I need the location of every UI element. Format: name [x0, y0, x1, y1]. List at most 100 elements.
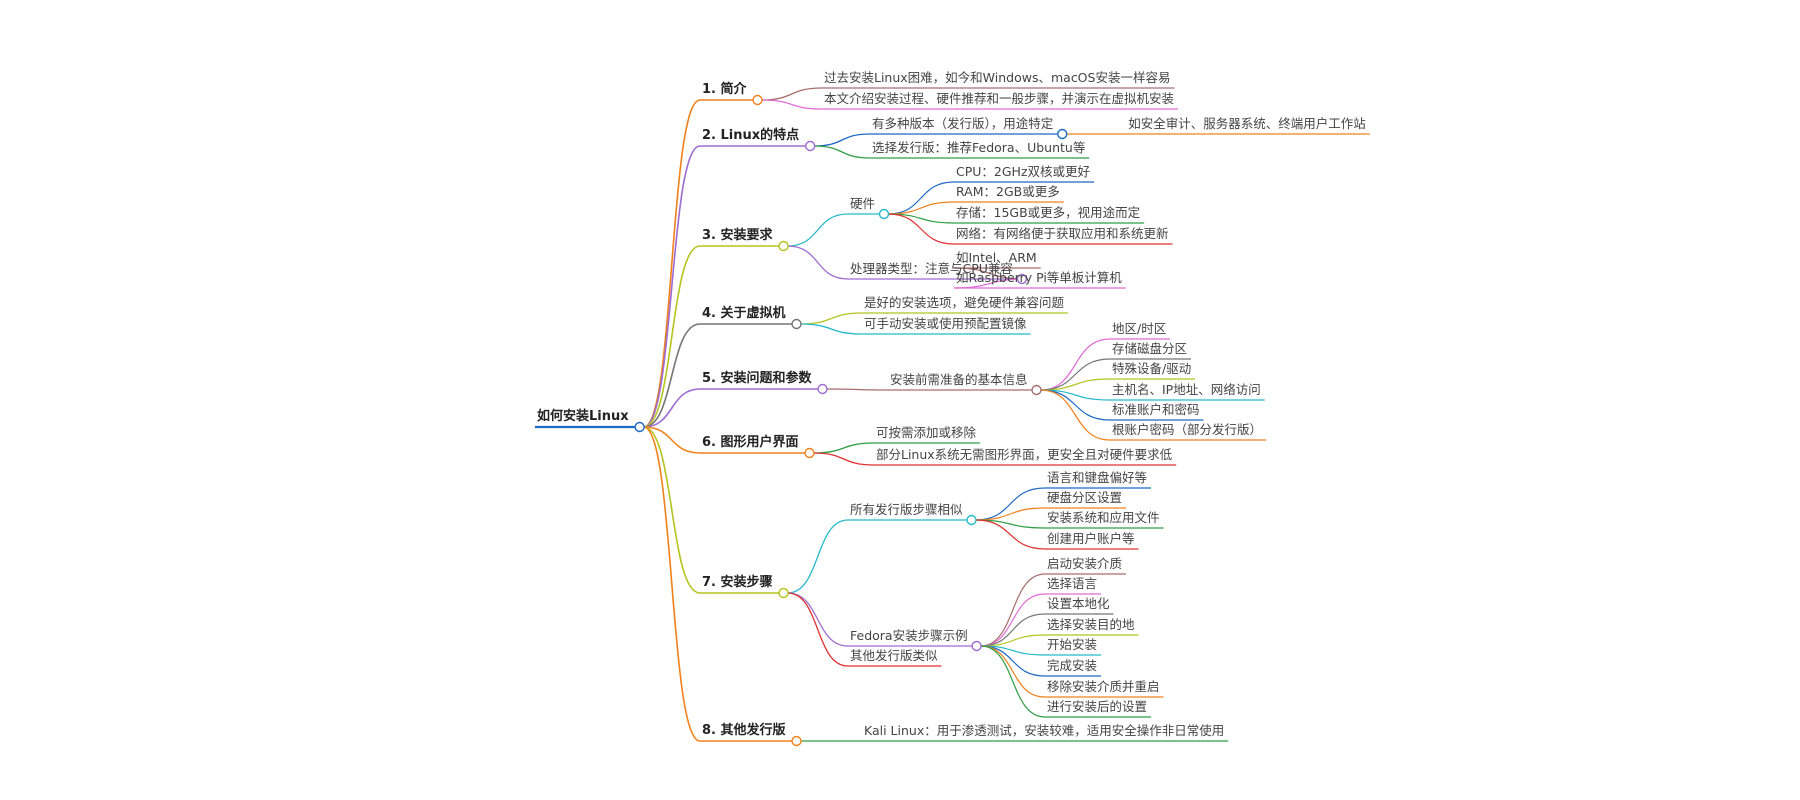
child-edge [787, 592, 849, 647]
leaf-edge [980, 613, 1046, 647]
branch-topic: 1. 简介 [702, 82, 747, 97]
child-edge [800, 312, 863, 325]
branch-edge [643, 99, 701, 428]
child-edge [800, 323, 863, 335]
branch-node-dot[interactable] [778, 587, 789, 599]
child-edge [787, 519, 849, 594]
subtopic: 其他发行版类似 [850, 648, 938, 663]
subtopic: 处理器类型：注意与CPU兼容 [850, 261, 1013, 276]
branch-topic: 4. 关于虚拟机 [702, 306, 786, 321]
leaf-topic: 移除安装介质并重启 [1047, 679, 1160, 694]
leaf-topic: 进行安装后的设置 [1047, 699, 1148, 714]
leaf-edge [975, 507, 1046, 521]
branch-edge [643, 426, 701, 594]
subtopic: 可手动安装或使用预配置镜像 [864, 316, 1027, 331]
subtopic: 过去安装Linux困难，如今和Windows、macOS安装一样容易 [824, 70, 1171, 85]
leaf-topic: 地区/时区 [1112, 321, 1167, 336]
leaf-topic: 网络：有网络便于获取应用和系统更新 [956, 226, 1169, 241]
branch-edge [643, 388, 701, 428]
leaf-topic: 启动安装介质 [1047, 556, 1123, 571]
child-edge [787, 592, 849, 667]
child-edge [814, 145, 871, 159]
leaf-edge [975, 519, 1046, 550]
leaf-topic: 如Raspberry Pi等单板计算机 [956, 270, 1122, 285]
leaf-edge [980, 645, 1046, 718]
branch-node-dot[interactable] [791, 318, 802, 330]
leaf-edge [888, 181, 955, 215]
child-edge [761, 99, 823, 110]
leaf-edge [980, 593, 1046, 647]
leaf-edge [1040, 358, 1111, 391]
child-node-dot[interactable] [966, 514, 977, 526]
subtopic: 是好的安装选项，避免硬件兼容问题 [864, 295, 1065, 310]
subtopic: 部分Linux系统无需图形界面，更安全且对硬件要求低 [876, 447, 1173, 462]
child-node-dot[interactable] [878, 208, 890, 220]
leaf-topic: 根账户密码（部分发行版） [1112, 422, 1263, 437]
leaf-topic: 存储磁盘分区 [1112, 341, 1188, 356]
child-node-dot[interactable] [1016, 273, 1028, 285]
child-edge [814, 133, 871, 147]
child-edge [787, 213, 849, 247]
leaf-topic: 如安全审计、服务器系统、终端用户工作站 [1128, 116, 1366, 131]
subtopic: 安装前需准备的基本信息 [890, 372, 1028, 387]
child-node-dot[interactable] [1031, 384, 1042, 396]
child-edge [813, 442, 875, 454]
subtopic: 硬件 [850, 196, 876, 211]
child-node-dot[interactable] [971, 640, 982, 652]
branch-edge [643, 145, 701, 428]
leaf-edge [888, 213, 955, 245]
root-topic: 如何安装Linux [537, 409, 629, 424]
branch-topic: 2. Linux的特点 [702, 128, 800, 143]
leaf-topic: 设置本地化 [1047, 596, 1110, 611]
branch-topic: 6. 图形用户界面 [702, 435, 799, 450]
leaf-edge [980, 573, 1046, 647]
branch-topic: 3. 安装要求 [702, 228, 773, 243]
subtopic: 有多种版本（发行版），用途特定 [872, 116, 1054, 131]
branch-edge [643, 245, 701, 428]
branch-edge [643, 426, 701, 742]
child-edge [787, 245, 849, 280]
subtopic: Kali Linux：用于渗透测试，安装较难，适用安全操作非日常使用 [864, 723, 1225, 738]
leaf-topic: 开始安装 [1047, 637, 1098, 652]
branch-topic: 8. 其他发行版 [702, 723, 786, 738]
child-edge [761, 87, 823, 101]
subtopic: 所有发行版步骤相似 [850, 502, 963, 517]
subtopic: 本文介绍安装过程、硬件推荐和一般步骤，并演示在虚拟机安装 [824, 91, 1175, 106]
leaf-edge [1040, 389, 1111, 441]
leaf-topic: 选择安装目的地 [1047, 617, 1135, 632]
leaf-topic: 如Intel、ARM [956, 250, 1037, 265]
leaf-topic: 安装系统和应用文件 [1047, 510, 1160, 525]
leaf-topic: 主机名、IP地址、网络访问 [1112, 382, 1261, 397]
leaf-edge [888, 201, 955, 215]
branch-topic: 7. 安装步骤 [702, 575, 773, 590]
branch-node-dot[interactable] [804, 140, 816, 152]
branch-edge [643, 323, 701, 428]
leaf-topic: RAM：2GB或更多 [956, 184, 1060, 199]
branch-topic: 5. 安装问题和参数 [702, 371, 812, 386]
leaf-edge [1040, 338, 1111, 391]
root-node-dot[interactable] [634, 421, 645, 433]
subtopic: 选择发行版：推荐Fedora、Ubuntu等 [872, 140, 1086, 155]
leaf-topic: 选择语言 [1047, 576, 1098, 591]
leaf-topic: 硬盘分区设置 [1047, 490, 1123, 505]
branch-node-dot[interactable] [817, 383, 828, 395]
leaf-topic: CPU：2GHz双核或更好 [956, 164, 1091, 179]
branch-node-dot[interactable] [791, 735, 802, 747]
subtopic: 可按需添加或移除 [876, 425, 977, 440]
leaf-topic: 存储：15GB或更多，视用途而定 [956, 205, 1141, 220]
leaf-topic: 完成安装 [1047, 658, 1098, 673]
leaf-topic: 创建用户账户等 [1047, 531, 1135, 546]
branch-node-dot[interactable] [804, 447, 815, 459]
branch-edge [643, 426, 701, 454]
leaf-topic: 语言和键盘偏好等 [1047, 470, 1148, 485]
branch-node-dot[interactable] [778, 240, 789, 252]
leaf-edge [975, 487, 1046, 521]
leaf-topic: 标准账户和密码 [1112, 402, 1200, 417]
leaf-topic: 特殊设备/驱动 [1112, 361, 1192, 376]
child-edge [813, 452, 875, 466]
branch-node-dot[interactable] [752, 94, 763, 106]
leaf-edge [980, 645, 1046, 698]
child-node-dot[interactable] [1057, 128, 1068, 140]
